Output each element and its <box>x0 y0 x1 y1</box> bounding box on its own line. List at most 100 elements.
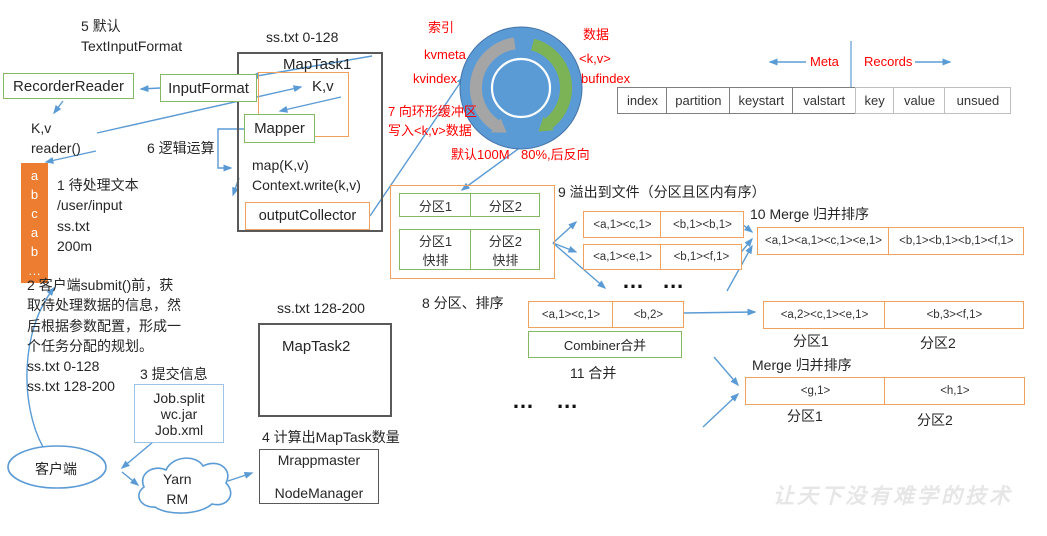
bufindex-arrow-arc <box>530 38 573 129</box>
ring-data-label: 数据 <box>583 27 610 42</box>
bar-letter: b <box>30 187 39 202</box>
map-function-label: map(K,v) Context.write(k,v) <box>252 157 361 194</box>
bar-letter: … <box>28 263 41 278</box>
arrow-yarn-to-appmaster <box>227 472 254 482</box>
combine-p2-cell: <b,2> <box>612 301 685 328</box>
table-cell-value: value <box>893 87 947 114</box>
arrow-client-to-input <box>26 286 55 448</box>
buffer-threshold-label: 80%,后反向 <box>521 147 590 162</box>
ring-kv-pair-label: <k,v> <box>579 51 611 66</box>
spill2-p2-cell: <b,1><f,1> <box>660 244 743 270</box>
arrow-to-merge3-b <box>702 392 740 428</box>
arrow-partition-to-spill2 <box>552 242 578 253</box>
arrow-inputformat-to-recorderreader <box>139 85 161 93</box>
merge2-p2-cell: <b,3><f,1> <box>884 301 1025 329</box>
spill1-p1-cell: <a,1><c,1> <box>583 211 662 238</box>
merge1-p1-cell: <a,1><a,1><c,1><e,1> <box>757 227 890 255</box>
merge3-p1-cell: <g,1> <box>745 377 886 405</box>
client-ellipse <box>7 445 107 489</box>
maptask1-container <box>237 52 383 232</box>
step5-label: 5 默认 TextInputFormat <box>81 18 183 55</box>
ring-kvindex-label: kvindex <box>413 71 458 86</box>
buffer-capacity-label: 默认100M <box>451 147 510 162</box>
ring-index-label: 索引 <box>428 20 455 35</box>
arrow-combine-to-merge2 <box>682 308 757 316</box>
step6-label: 6 逻辑运算 <box>147 140 215 156</box>
spill1-p2-cell: <b,1><b,1> <box>660 211 745 238</box>
kv-reader-label: K,v reader() <box>31 120 81 157</box>
spill-file1: <a,1><c,1> <b,1><b,1> <box>583 211 745 238</box>
combine-p1-cell: <a,1><c,1> <box>528 301 614 328</box>
arrow-kv-to-mapper <box>278 96 342 113</box>
partition-sort-container <box>390 185 555 279</box>
merge3-partition1-label: 分区1 <box>787 408 823 424</box>
blue-arrows <box>26 55 952 486</box>
table-cell-key: key <box>854 87 895 114</box>
bottom-ellipsis: … … <box>512 388 587 413</box>
spill2-p1-cell: <a,1><e,1> <box>583 244 662 270</box>
table-cell-unsued: unsued <box>944 87 1012 114</box>
merge3-title: Merge 归并排序 <box>752 357 852 373</box>
kvindex-arrow-arc <box>469 37 516 131</box>
step4-label: 4 计算出MapTask数量 <box>262 429 400 445</box>
combine-input-row: <a,1><c,1> <b,2> <box>528 301 685 328</box>
bar-letter: a <box>30 168 39 183</box>
partition-row2: 分区1 快排 分区2 快排 <box>399 229 541 270</box>
arrow-partition-to-more <box>552 242 607 289</box>
combiner-box: Combiner合并 <box>528 331 682 358</box>
maptask1-split-label: ss.txt 0-128 <box>266 29 339 45</box>
merge2-partition1-label: 分区1 <box>793 333 829 349</box>
mapper-box: Mapper <box>244 114 315 143</box>
arrow-maptask1-to-inputformat <box>249 55 373 80</box>
merge3-partition2-label: 分区2 <box>917 412 953 428</box>
merge-row1: <a,1><a,1><c,1><e,1> <b,1><b,1><b,1><f,1… <box>757 227 1025 255</box>
arrow-reader-to-input-bar <box>44 150 97 164</box>
table-cell-valstart: valstart <box>792 87 857 114</box>
arrow-recorderreader-down <box>53 100 64 115</box>
merge3-p2-cell: <h,1> <box>884 377 1026 405</box>
step10-label: 10 Merge 归并排序 <box>750 206 870 222</box>
merge-row3: <g,1> <h,1> <box>745 377 1026 405</box>
arrow-to-merge3-a <box>713 356 739 387</box>
table-cell-partition: partition <box>666 87 731 114</box>
step1-label: 1 待处理文本 /user/input ss.txt 200m <box>57 177 139 254</box>
spill-file2: <a,1><e,1> <b,1><f,1> <box>583 244 743 270</box>
bar-letter: b <box>30 244 39 259</box>
arrow-client-to-yarn <box>121 471 140 486</box>
arrow-reader-to-kv <box>96 85 303 134</box>
ring-kvmeta-label: kvmeta <box>424 47 466 62</box>
yarn-cloud <box>138 457 232 514</box>
bar-letter: c <box>31 206 38 221</box>
partition-row1: 分区1 分区2 <box>399 193 541 217</box>
partition2-cell: 分区2 <box>470 193 541 217</box>
client-label: 客户端 <box>35 461 77 477</box>
kv-label: K,v <box>312 78 334 95</box>
ring-bufindex-label: bufindex <box>581 71 631 86</box>
input-text-bar: a b c a b … <box>21 163 48 283</box>
merge-row2: <a,2><c,1><e,1> <b,3><f,1> <box>763 301 1025 329</box>
partition2-quicksort-cell: 分区2 快排 <box>470 229 541 270</box>
step2-label: 2 客户端submit()前，获 取待处理数据的信息，然 后根据参数配置，形成一… <box>27 277 181 395</box>
partition1-quicksort-cell: 分区1 快排 <box>399 229 472 270</box>
arrow-job-to-client <box>120 441 154 469</box>
arrow-partition-to-spill1 <box>552 220 578 244</box>
merge2-partition2-label: 分区2 <box>920 335 956 351</box>
records-label: Records <box>864 54 913 69</box>
step7-label: 7 向环形缓冲区 写入<k,v>数据 <box>388 104 477 138</box>
appmaster-box: Mrappmaster NodeManager <box>259 449 379 504</box>
arrow-collector-to-buffer <box>369 75 465 217</box>
maptask1-title: MapTask1 <box>283 56 352 73</box>
yarn-label: Yarn RM <box>163 471 192 508</box>
maptask2-container <box>258 323 392 417</box>
input-format-box: InputFormat <box>160 74 257 102</box>
kvbuffer-table: index partition keystart valstart key va… <box>617 87 1012 114</box>
meta-label: Meta <box>810 54 839 69</box>
table-cell-index: index <box>617 87 668 114</box>
maptask2-split-label: ss.txt 128-200 <box>277 300 365 316</box>
bar-letter: a <box>30 225 39 240</box>
job-files-box: Job.split wc.jar Job.xml <box>134 384 224 443</box>
partition1-cell: 分区1 <box>399 193 472 217</box>
spill-ellipsis: … … <box>622 268 691 293</box>
watermark-text: 让天下没有难学的技术 <box>773 485 1013 508</box>
